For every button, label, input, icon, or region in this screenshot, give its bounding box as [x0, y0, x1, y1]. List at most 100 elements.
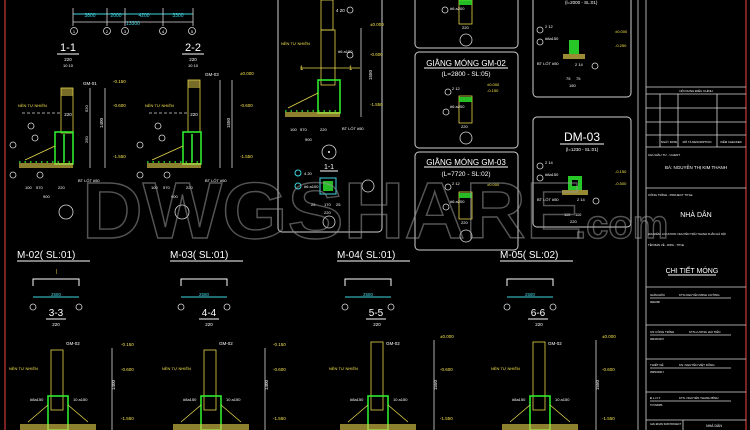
section-title-2-2: 2-2	[185, 42, 201, 54]
svg-text:±0.000: ±0.000	[615, 29, 628, 34]
svg-text:±0.000: ±0.000	[440, 334, 454, 339]
svg-text:#8a150: #8a150	[30, 397, 44, 402]
svg-text:-0.150: -0.150	[615, 169, 627, 174]
svg-text:#6 a200: #6 a200	[450, 6, 465, 11]
dm-03-panel: DM-03 (l=1230 - SL:01) 2 14 #8a150 BT LÓ…	[532, 116, 632, 228]
svg-text:220: 220	[64, 57, 72, 62]
svg-text:#6 a200: #6 a200	[450, 104, 465, 109]
svg-text:#8a150: #8a150	[545, 172, 559, 177]
svg-text:5: 5	[191, 29, 194, 34]
svg-text:NỀN TỰ NHIÊN: NỀN TỰ NHIÊN	[145, 103, 174, 108]
svg-text:NỘI DUNG ĐIỀU CHỈNH: NỘI DUNG ĐIỀU CHỈNH	[679, 88, 712, 93]
dm-02-panel: (l=2000 - SL:01) 2 12 #8a150 BT LÓT #50 …	[532, 0, 632, 98]
svg-text:NHÀ DÂN: NHÀ DÂN	[706, 424, 722, 428]
svg-text:220: 220	[324, 210, 331, 215]
svg-text:10 a150: 10 a150	[555, 397, 570, 402]
svg-text:|: |	[56, 269, 57, 275]
svg-text:10 10: 10 10	[188, 63, 199, 68]
svg-text:220: 220	[461, 220, 468, 225]
svg-text:-1.550: -1.550	[602, 416, 615, 421]
svg-text:1400: 1400	[111, 379, 116, 390]
svg-text:220: 220	[186, 185, 193, 190]
svg-text:2580: 2580	[363, 292, 374, 297]
svg-text:4 20: 4 20	[336, 8, 345, 13]
svg-text:GIAI ĐOẠN SUB PROJECT: GIAI ĐOẠN SUB PROJECT	[650, 423, 682, 426]
svg-text:#6 a100: #6 a100	[338, 49, 353, 54]
drawing-title: CHI TIẾT MÓNG	[666, 265, 719, 275]
svg-text:1: 1	[73, 29, 76, 34]
svg-text:100: 100	[25, 185, 32, 190]
svg-text:±0.000: ±0.000	[370, 22, 384, 27]
svg-text:2 12: 2 12	[452, 181, 461, 186]
svg-text:6-6: 6-6	[531, 308, 546, 319]
svg-text:4: 4	[162, 29, 165, 34]
svg-text:1400: 1400	[99, 117, 104, 128]
svg-text:2 14: 2 14	[545, 160, 554, 165]
svg-text:BT LÓT #50: BT LÓT #50	[205, 178, 227, 183]
svg-text:#6 a200: #6 a200	[450, 199, 465, 204]
footing-m-02: M-02( SL:01) | 2580 3-3 220 GM-02 NỀN TỰ…	[9, 250, 134, 430]
svg-text:-1.550: -1.550	[370, 102, 383, 107]
svg-text:2580: 2580	[51, 292, 62, 297]
svg-text:GIÁM ĐỐC: GIÁM ĐỐC	[650, 292, 666, 297]
svg-text:THIẾT KẾ: THIẾT KẾ	[650, 362, 663, 367]
svg-text:NỀN TỰ NHIÊN: NỀN TỰ NHIÊN	[491, 366, 520, 371]
svg-text:GM-02: GM-02	[66, 341, 80, 346]
svg-text:NỀN TỰ NHIÊN: NỀN TỰ NHIÊN	[9, 366, 38, 371]
plan-dim-4: 3300	[172, 13, 183, 19]
svg-text:BT LÓT #50: BT LÓT #50	[537, 61, 559, 66]
svg-text:25: 25	[311, 202, 316, 207]
svg-text:KTS.NGUYỄN MINH CƯỜNG: KTS.NGUYỄN MINH CƯỜNG	[679, 292, 720, 297]
svg-text:(L=7720 - SL:02): (L=7720 - SL:02)	[442, 171, 491, 178]
plan-dim-2: 2000	[110, 13, 121, 19]
svg-text:.com: .com	[575, 203, 668, 247]
svg-text:BT LÓT #50: BT LÓT #50	[537, 197, 559, 202]
svg-text:4 20: 4 20	[304, 171, 313, 176]
svg-text:2 14: 2 14	[577, 197, 586, 202]
footing-title-m-02: M-02( SL:01)	[17, 250, 75, 261]
svg-text:1550: 1550	[595, 379, 600, 390]
svg-text:#8a150: #8a150	[183, 397, 197, 402]
svg-text:1550: 1550	[368, 69, 373, 80]
svg-text:-0.600: -0.600	[602, 367, 615, 372]
footing-title-m-03: M-03( SL:01)	[170, 250, 228, 261]
svg-text:CN CÔNG TRÌNH: CN CÔNG TRÌNH	[650, 329, 674, 334]
svg-text:1550: 1550	[433, 379, 438, 390]
svg-text:2580: 2580	[199, 292, 210, 297]
client-name: BÀ: NGUYỄN THỊ KIM THANH	[665, 164, 727, 170]
svg-text:±0.000: ±0.000	[602, 334, 616, 339]
project-title: NHÀ DÂN	[680, 210, 712, 219]
footing-m-03: M-03( SL:01) 2580 4-4 220 GM-02 NỀN TỰ N…	[162, 250, 286, 430]
column-detail-panel: 4 20 NỀN TỰ NHIÊN #6 a100 1 1 ±0.000 -0.…	[277, 0, 384, 233]
svg-text:220: 220	[570, 219, 577, 224]
svg-text:MÔ TẢ DESCRIPTION: MÔ TẢ DESCRIPTION	[683, 139, 712, 144]
svg-text:-0.600: -0.600	[440, 367, 453, 372]
svg-text:10 a150: 10 a150	[393, 397, 408, 402]
svg-text:5-5: 5-5	[369, 308, 384, 319]
svg-text:±0.000: ±0.000	[487, 182, 500, 187]
svg-text:220: 220	[58, 185, 65, 190]
svg-text:2580: 2580	[525, 292, 536, 297]
svg-text:NGÀY DATE: NGÀY DATE	[661, 140, 677, 144]
svg-text:(L=2800 - SL:05): (L=2800 - SL:05)	[442, 71, 491, 78]
svg-text:220: 220	[320, 127, 327, 132]
svg-text:110: 110	[575, 212, 582, 217]
svg-text:10 a150: 10 a150	[226, 397, 241, 402]
plan-dim-1: 3800	[84, 13, 95, 19]
svg-text:-1.550: -1.550	[273, 416, 286, 421]
svg-text:2 14: 2 14	[575, 62, 584, 67]
svg-text:100: 100	[290, 127, 297, 132]
svg-text:(l=1230 - SL:01): (l=1230 - SL:01)	[566, 147, 599, 152]
plan-dimension-strip: 3800 2000 4200 3300 13300 1 2 3 4 5	[70, 8, 196, 35]
svg-text:±0.000: ±0.000	[240, 71, 254, 76]
svg-text:GM-02: GM-02	[386, 341, 400, 346]
svg-text:-0.150: -0.150	[113, 79, 126, 84]
beam-panel-gm-01: #6 a200 220	[414, 0, 519, 49]
svg-text:75: 75	[566, 76, 571, 81]
svg-text:GM-03: GM-03	[205, 72, 219, 77]
svg-text:#6 a100: #6 a100	[304, 184, 319, 189]
footing-title-m-05: M-05( SL:02)	[500, 250, 558, 261]
svg-text:-0.250: -0.250	[615, 43, 627, 48]
svg-text:-0.150: -0.150	[121, 342, 134, 347]
